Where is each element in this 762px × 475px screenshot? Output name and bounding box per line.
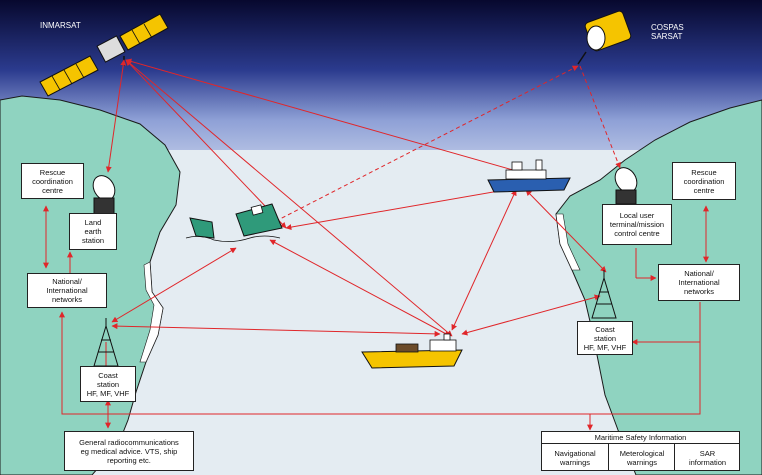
msi-sar-line-2: information xyxy=(688,457,727,467)
coast-right-line-3: HF, MF, VHF xyxy=(583,342,627,352)
coast-left-line-3: HF, MF, VHF xyxy=(86,388,130,398)
msi-navigational-warnings: Navigational warnings xyxy=(542,444,608,471)
cospas-sarsat-label: COSPAS SARSAT xyxy=(651,23,684,41)
national-left-line-2: International xyxy=(46,286,88,295)
rescue-coordination-centre-right: Rescue coordination centre xyxy=(672,162,736,200)
right-radio-mast-icon xyxy=(591,270,617,319)
rescue-right-line-2: coordination xyxy=(683,176,725,186)
coast-right-line-2: station xyxy=(593,333,617,343)
local-user-line-3: control centre xyxy=(614,229,660,238)
general-radio-line-2: eg medical advice. VTS, ship xyxy=(80,446,178,456)
right-dish-icon xyxy=(614,167,638,205)
coast-left-line-1: Coast xyxy=(98,370,118,380)
national-right-line-3: networks xyxy=(683,287,714,296)
land-earth-line-2: earth xyxy=(84,227,102,236)
msi-title: Maritime Safety Information xyxy=(542,433,739,444)
coast-left-line-2: station xyxy=(96,379,120,389)
sarsat-label: SARSAT xyxy=(651,32,683,41)
general-radio-line-3: reporting etc. xyxy=(107,455,151,465)
rescue-right-line-3: centre xyxy=(693,185,715,195)
national-right-line-1: National/ xyxy=(684,269,714,278)
msi-nav-line-2: warnings xyxy=(559,457,590,467)
msi-meteorological-warnings: Meterological warnings xyxy=(608,444,675,471)
rescue-right-line-1: Rescue xyxy=(691,167,717,177)
land-earth-line-1: Land xyxy=(84,218,102,227)
national-international-networks-right: National/ International networks xyxy=(658,264,740,301)
inmarsat-label: INMARSAT xyxy=(40,21,81,30)
local-user-line-1: Local user xyxy=(619,211,655,220)
coast-right-line-1: Coast xyxy=(595,324,615,334)
yellow-ship-icon xyxy=(361,333,463,369)
cospas-sarsat-satellite-icon xyxy=(577,10,632,65)
national-left-line-3: networks xyxy=(51,295,82,304)
msi-sar-information: SAR information xyxy=(674,444,740,471)
land-earth-station: Land earth station xyxy=(69,213,117,250)
rescue-left-line-1: Rescue xyxy=(39,167,66,177)
local-user-terminal: Local user terminal/mission control cent… xyxy=(602,204,672,245)
msi-met-line-1: Meterological xyxy=(619,448,665,458)
rescue-left-line-3: centre xyxy=(42,185,63,195)
cospas-label: COSPAS xyxy=(651,23,684,32)
inmarsat-satellite-icon xyxy=(39,13,169,97)
general-radiocommunications: General radiocommunications eg medical a… xyxy=(64,431,194,471)
national-left-line-1: National/ xyxy=(52,277,82,286)
blue-ship-icon xyxy=(487,159,571,193)
msi-nav-line-1: Navigational xyxy=(554,448,596,458)
general-radio-line-1: General radiocommunications xyxy=(79,437,179,447)
rescue-coordination-centre-left: Rescue coordination centre xyxy=(21,163,84,199)
link-lines xyxy=(43,58,709,431)
left-dish-icon xyxy=(92,175,116,215)
coast-station-right: Coast station HF, MF, VHF xyxy=(577,321,633,355)
rescue-left-line-2: coordination xyxy=(32,176,73,186)
national-international-networks-left: National/ International networks xyxy=(27,273,107,308)
local-user-line-2: terminal/mission xyxy=(609,220,665,229)
msi-met-line-2: warnings xyxy=(626,457,657,467)
coast-station-left: Coast station HF, MF, VHF xyxy=(80,366,136,402)
land-earth-line-3: station xyxy=(81,236,105,245)
sinking-ship-icon xyxy=(185,203,283,242)
msi-sar-line-1: SAR xyxy=(699,448,716,458)
national-right-line-2: International xyxy=(678,278,720,287)
maritime-safety-information: Maritime Safety Information Navigational… xyxy=(541,431,740,471)
